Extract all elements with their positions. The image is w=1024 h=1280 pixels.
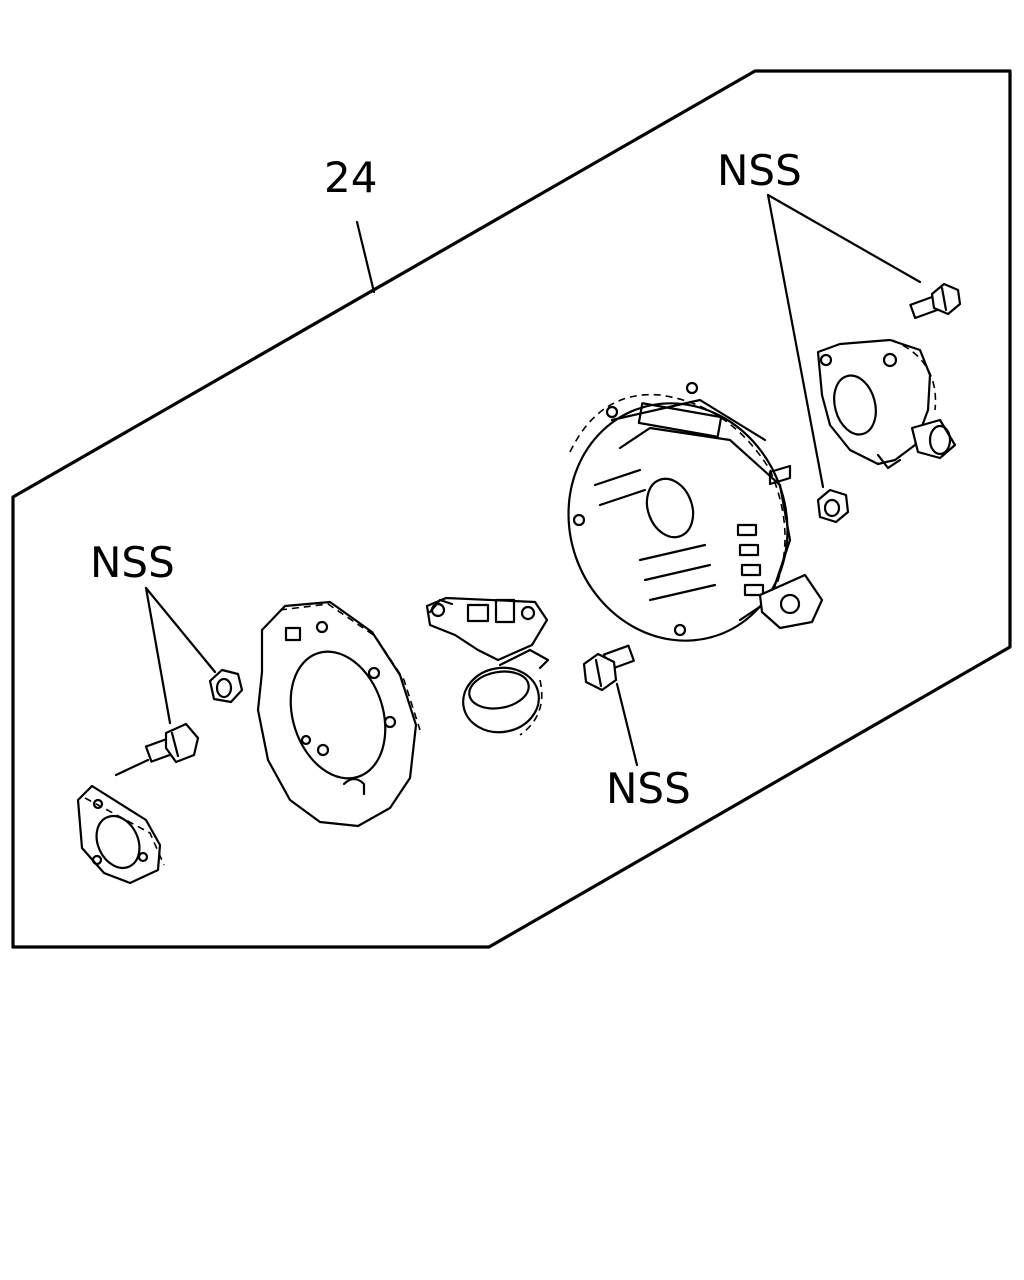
callout-nss-left: NSS <box>90 538 175 587</box>
upper-right-bolt <box>909 282 962 320</box>
callout-nss-center: NSS <box>606 764 691 813</box>
leader-lines <box>144 193 922 767</box>
upper-right-nut <box>816 488 850 524</box>
assembly-boundary <box>11 69 1012 949</box>
left-nut <box>208 668 244 704</box>
rear-cover <box>816 338 957 470</box>
leader-nss-left-to-bolt <box>144 586 172 725</box>
center-bolt <box>582 644 635 692</box>
rectifier-plate <box>256 600 421 828</box>
bearing-retainer-plate <box>76 758 165 885</box>
leader-nss-center-to-bolt <box>615 682 639 767</box>
brush-holder <box>425 596 550 736</box>
leader-nss-upper-right-to-bolt <box>766 193 922 284</box>
callout-nss-upper-right: NSS <box>717 146 802 195</box>
leader-assembly-24 <box>355 220 376 294</box>
left-bolt <box>144 722 200 764</box>
callout-assembly-24: 24 <box>324 153 377 202</box>
rear-housing <box>567 381 824 642</box>
leader-nss-left-to-nut <box>144 586 217 674</box>
leader-nss-upper-right-to-nut <box>766 193 825 489</box>
